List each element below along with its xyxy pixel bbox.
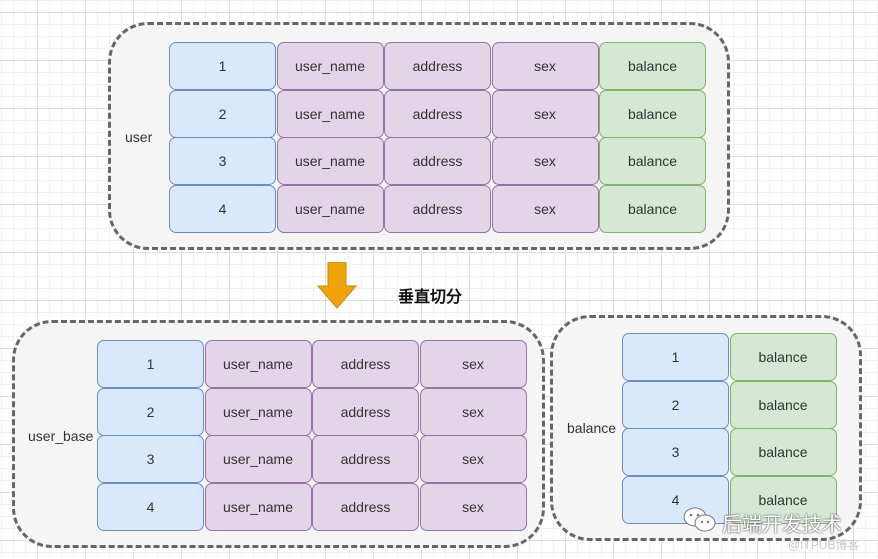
cell-user-name: user_name [276,185,384,234]
down-arrow-shape [316,262,358,309]
user-base-table-label: user_base [28,428,94,444]
cell-address: address [312,435,419,484]
vertical-split-label: 垂直切分 [398,289,463,306]
cell-balance: balance [599,89,706,138]
cell-balance: balance [599,185,706,234]
cell-id: 4 [169,185,276,234]
cell-id: 2 [622,380,729,429]
cell-sex: sex [491,89,599,138]
cell-balance: balance [729,428,837,477]
cell-user-name: user_name [204,387,312,436]
cell-address: address [312,340,419,388]
wechat-icon [683,507,716,532]
watermark-title: 后端开发技术 [722,514,842,536]
down-arrow-icon [316,262,358,309]
cell-id: 2 [97,387,204,436]
cell-sex: sex [419,387,527,436]
cell-user-name: user_name [276,89,384,138]
watermark-source: @ITPUB博客 [788,538,860,552]
cell-sex: sex [419,483,527,532]
user-table-label: user [125,129,153,145]
cell-sex: sex [419,340,527,388]
cell-user-name: user_name [276,137,384,186]
cell-sex: sex [491,137,599,186]
cell-balance: balance [729,380,837,429]
cell-balance: balance [729,333,837,381]
cell-id: 3 [97,435,204,484]
cell-user-name: user_name [204,340,312,388]
cell-id: 1 [622,333,729,381]
cell-balance: balance [599,42,706,90]
cell-sex: sex [491,185,599,234]
cell-id: 2 [169,89,276,138]
cell-balance: balance [599,137,706,186]
cell-balance: balance [729,476,837,525]
cell-id: 1 [169,42,276,90]
cell-id: 4 [622,476,729,525]
cell-user-name: user_name [204,483,312,532]
cell-user-name: user_name [276,42,384,90]
cell-address: address [312,387,419,436]
cell-id: 4 [97,483,204,532]
cell-id: 3 [169,137,276,186]
cell-address: address [384,185,491,234]
cell-sex: sex [491,42,599,90]
cell-address: address [312,483,419,532]
cell-address: address [384,89,491,138]
cell-address: address [384,42,491,90]
cell-address: address [384,137,491,186]
cell-id: 3 [622,428,729,477]
cell-sex: sex [419,435,527,484]
cell-user-name: user_name [204,435,312,484]
balance-table-label: balance [567,420,617,436]
cell-id: 1 [97,340,204,388]
